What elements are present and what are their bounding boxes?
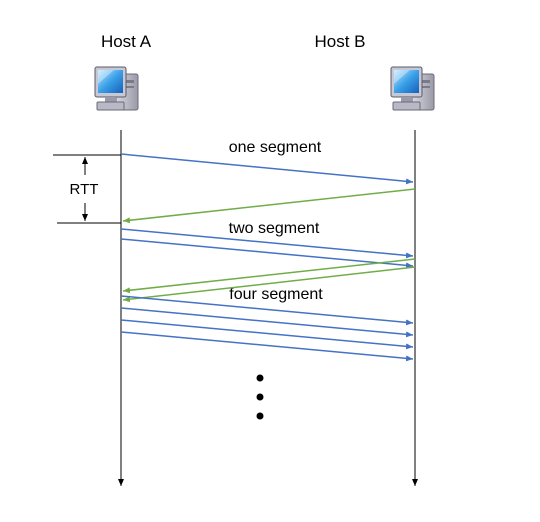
host-a-label: Host A [101, 32, 152, 51]
data-segment-arrow [120, 228, 414, 259]
round-label-one-segment: one segment [229, 139, 322, 156]
round-label-four-segment: four segment [229, 286, 323, 303]
data-segment-arrow [120, 307, 414, 338]
host-b-label: Host B [314, 32, 365, 51]
rtt-bracket [53, 154, 121, 224]
round-label-two-segment: two segment [229, 220, 320, 237]
ack-arrow [122, 266, 416, 303]
ack-arrow [122, 188, 416, 224]
data-segment-arrow [120, 153, 414, 185]
rtt-label: RTT [70, 181, 99, 198]
data-segment-arrow [120, 331, 414, 362]
data-segment-arrow [120, 319, 414, 350]
ack-arrow [122, 258, 416, 294]
computer-icon [94, 66, 139, 111]
computer-icon [390, 66, 435, 111]
data-segment-arrow [120, 238, 414, 269]
ellipsis-vertical-icon [256, 374, 264, 420]
data-segment-arrow [120, 295, 414, 326]
